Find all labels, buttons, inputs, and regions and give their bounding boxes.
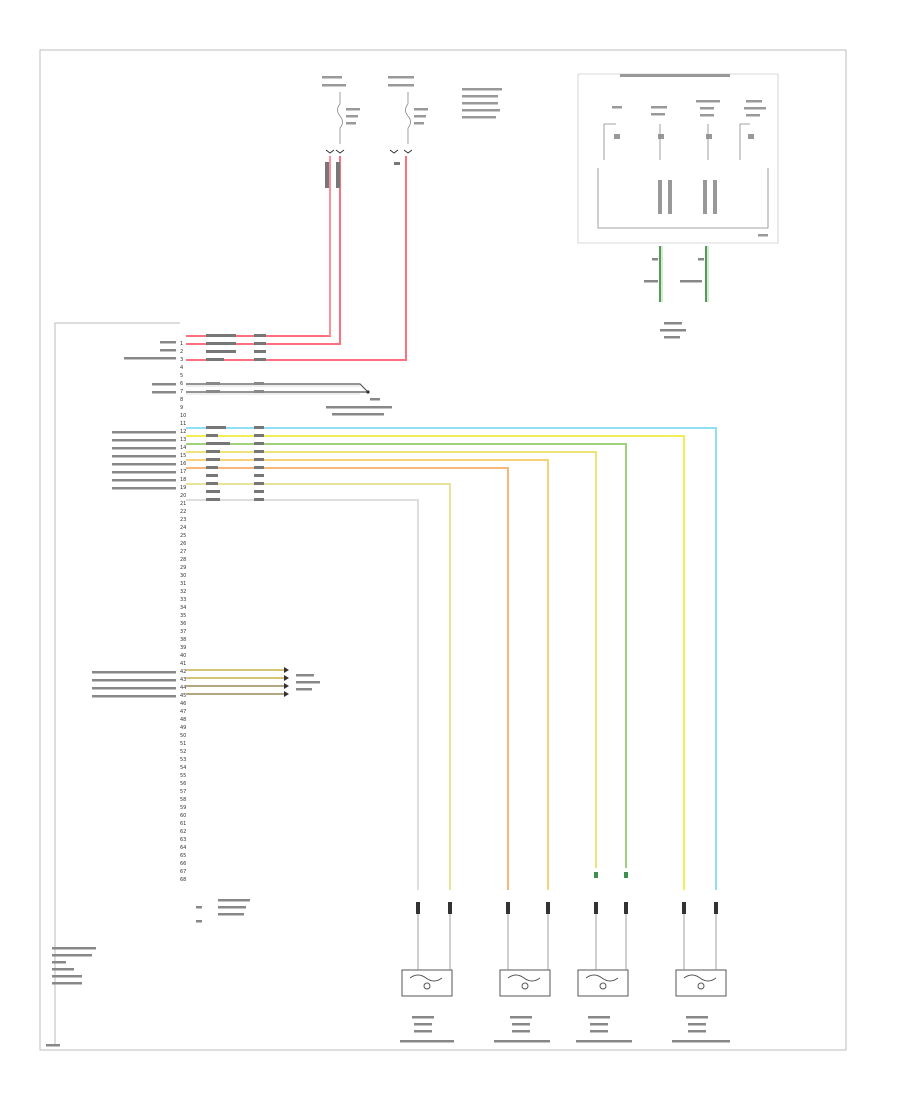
svg-text:14: 14	[180, 445, 186, 451]
sensor-wire-labels	[206, 426, 264, 501]
fuse-block	[322, 76, 502, 154]
svg-text:63: 63	[180, 837, 186, 843]
svg-text:40: 40	[180, 653, 186, 659]
svg-text:2: 2	[180, 349, 183, 355]
ground-label	[206, 382, 392, 416]
ground-wires	[186, 383, 369, 395]
svg-text:9: 9	[180, 405, 183, 411]
svg-text:13: 13	[180, 437, 186, 443]
svg-text:16: 16	[180, 461, 186, 467]
svg-text:68: 68	[180, 877, 186, 883]
page-id-mark	[46, 1044, 60, 1047]
svg-text:50: 50	[180, 733, 186, 739]
svg-text:20: 20	[180, 493, 186, 499]
svg-text:41: 41	[180, 661, 186, 667]
svg-text:37: 37	[180, 629, 186, 635]
svg-text:11: 11	[180, 421, 186, 427]
svg-text:39: 39	[180, 645, 186, 651]
battery-feed-wires	[186, 156, 407, 361]
svg-text:52: 52	[180, 749, 186, 755]
svg-text:45: 45	[180, 693, 186, 699]
svg-text:56: 56	[180, 781, 186, 787]
svg-text:34: 34	[180, 605, 186, 611]
svg-text:36: 36	[180, 621, 186, 627]
svg-text:60: 60	[180, 813, 186, 819]
svg-text:55: 55	[180, 773, 186, 779]
svg-text:61: 61	[180, 821, 186, 827]
svg-text:35: 35	[180, 613, 186, 619]
svg-text:19: 19	[180, 485, 186, 491]
svg-text:33: 33	[180, 597, 186, 603]
splice-icon	[366, 390, 370, 394]
svg-text:21: 21	[180, 501, 186, 507]
svg-text:42: 42	[180, 669, 186, 675]
module-label	[52, 947, 96, 985]
svg-text:24: 24	[180, 525, 186, 531]
svg-text:47: 47	[180, 709, 186, 715]
svg-text:3: 3	[180, 357, 183, 363]
svg-text:1: 1	[180, 341, 183, 347]
svg-text:59: 59	[180, 805, 186, 811]
wheel-speed-sensor-wires	[186, 427, 717, 890]
svg-text:30: 30	[180, 573, 186, 579]
fuse-icon	[405, 103, 411, 129]
svg-text:17: 17	[180, 469, 186, 475]
svg-text:29: 29	[180, 565, 186, 571]
svg-text:31: 31	[180, 581, 186, 587]
svg-text:53: 53	[180, 757, 186, 763]
svg-text:8: 8	[180, 397, 183, 403]
svg-text:51: 51	[180, 741, 186, 747]
svg-text:54: 54	[180, 765, 186, 771]
svg-text:15: 15	[180, 453, 186, 459]
wheel-speed-sensor-icon	[499, 969, 551, 997]
arrow-icon	[284, 691, 289, 697]
brake-pressure-sensor-label	[196, 899, 250, 923]
cluster-wires	[659, 246, 707, 302]
svg-text:28: 28	[180, 557, 186, 563]
page-border	[39, 49, 847, 1051]
svg-text:10: 10	[180, 413, 186, 419]
wheel-speed-sensor-icon	[675, 969, 727, 997]
svg-text:48: 48	[180, 717, 186, 723]
svg-text:5: 5	[180, 373, 183, 379]
svg-text:27: 27	[180, 549, 186, 555]
svg-text:67: 67	[180, 869, 186, 875]
wheel-speed-sensor-icon	[577, 969, 629, 997]
arrow-icon	[284, 667, 289, 673]
svg-text:6: 6	[180, 381, 183, 387]
svg-text:44: 44	[180, 685, 186, 691]
instrument-panel-cluster	[577, 73, 779, 339]
arrow-icon	[284, 683, 289, 689]
svg-text:7: 7	[180, 389, 183, 395]
svg-text:38: 38	[180, 637, 186, 643]
svg-text:46: 46	[180, 701, 186, 707]
svg-text:25: 25	[180, 533, 186, 539]
data-link-wires	[186, 669, 284, 695]
wire-color-labels	[206, 162, 400, 361]
svg-text:23: 23	[180, 517, 186, 523]
svg-text:32: 32	[180, 589, 186, 595]
sensor-connectors	[416, 902, 718, 914]
signal-name-marks	[92, 341, 176, 698]
svg-text:65: 65	[180, 853, 186, 859]
svg-text:64: 64	[180, 845, 186, 851]
svg-text:4: 4	[180, 365, 183, 371]
wheel-speed-sensors	[400, 914, 730, 1043]
svg-text:26: 26	[180, 541, 186, 547]
svg-text:49: 49	[180, 725, 186, 731]
svg-text:22: 22	[180, 509, 186, 515]
svg-text:12: 12	[180, 429, 186, 435]
fuse-icon	[337, 103, 343, 129]
svg-text:62: 62	[180, 829, 186, 835]
svg-text:57: 57	[180, 789, 186, 795]
arrow-icon	[284, 675, 289, 681]
svg-text:18: 18	[180, 477, 186, 483]
svg-text:58: 58	[180, 797, 186, 803]
wheel-speed-sensor-icon	[401, 969, 453, 997]
svg-text:43: 43	[180, 677, 186, 683]
svg-text:66: 66	[180, 861, 186, 867]
